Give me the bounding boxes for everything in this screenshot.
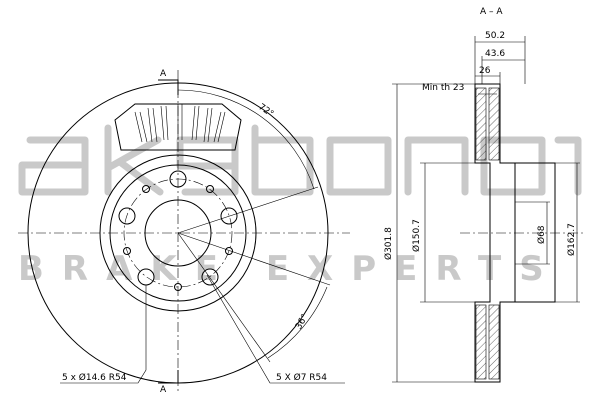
center-bore-circle	[144, 199, 212, 267]
section-marker-top: A	[160, 69, 167, 79]
dim-hat-height: 43.6	[485, 49, 505, 59]
angle-36-leg-b	[177, 232, 331, 286]
dim-disc-thickness: 26	[479, 66, 491, 76]
dim-center-bore: Ø68	[536, 225, 547, 244]
small-holes	[123, 185, 233, 291]
section-cut-bottom	[158, 370, 179, 384]
small-hole	[142, 185, 150, 193]
disc-outer-circle	[27, 82, 329, 384]
bolt-hole	[169, 170, 187, 188]
friction-ring-bottom-inner	[475, 304, 487, 380]
bolt-pitch-circle	[123, 178, 233, 288]
angle-72-leg	[177, 186, 319, 234]
section-cut-top	[158, 79, 179, 95]
vane-detail	[114, 103, 242, 151]
small-hole	[206, 185, 214, 193]
bolt-hole	[201, 268, 219, 286]
small-holes-label: 5 X Ø7 R54	[276, 372, 327, 383]
watermark-tagline: BRAKE EXPERTS	[18, 249, 562, 289]
section-marker-bottom: A	[160, 385, 167, 395]
dim-hat-outer-diameter: Ø150.7	[411, 219, 422, 252]
dim-min-thickness: Min th 23	[422, 83, 464, 93]
angle-72-label: 72°	[256, 102, 275, 119]
friction-ring-bottom-outer	[488, 304, 500, 380]
small-hole-leader	[206, 274, 345, 384]
small-hole	[225, 247, 233, 255]
bolt-hole	[118, 207, 136, 225]
angle-36-label: 36°	[294, 313, 311, 332]
angle-36-arc	[267, 286, 328, 359]
small-hole	[174, 283, 182, 291]
angle-36-leg-a	[177, 232, 271, 363]
bolt-hole-leader	[60, 285, 147, 384]
bolt-holes-label: 5 x Ø14.6 R54	[62, 372, 127, 383]
dim-outer-diameter: Ø301.8	[383, 227, 394, 260]
hat-outline	[500, 162, 556, 303]
diameter-dimensions: Ø301.8 Ø150.7 Ø68 Ø162.7	[383, 83, 580, 383]
friction-ring-top-inner	[475, 87, 487, 161]
section-view: A – A 50.2 43.6 26 Min th 23	[383, 7, 585, 383]
bolt-hole	[220, 207, 238, 225]
small-hole	[123, 247, 131, 255]
dim-hat-diameter: Ø162.7	[566, 223, 577, 256]
friction-ring-top-outer	[488, 87, 500, 161]
dim-overall-thickness: 50.2	[485, 31, 505, 41]
top-dimensions: 50.2 43.6 26 Min th 23	[422, 31, 526, 95]
section-title: A – A	[480, 7, 503, 17]
hat-inner-circle	[109, 164, 247, 302]
front-view: A A	[18, 69, 350, 395]
hat-outer-circle	[99, 154, 257, 312]
angle-72-arc	[177, 89, 315, 190]
